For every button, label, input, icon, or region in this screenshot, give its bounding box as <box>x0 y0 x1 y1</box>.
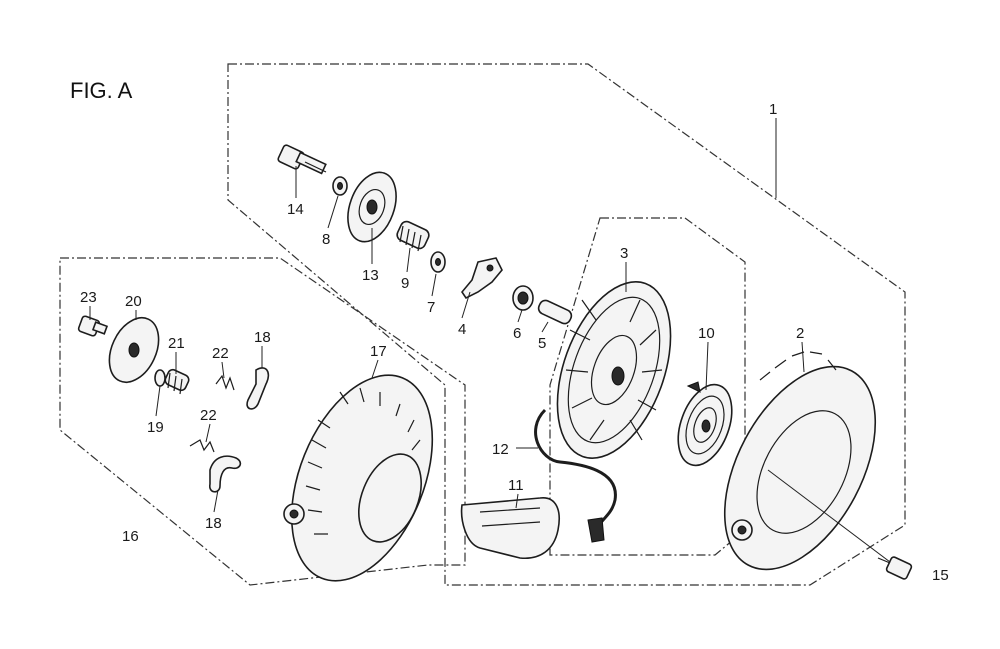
callout-13: 13 <box>362 267 379 284</box>
callout-21: 21 <box>168 335 185 352</box>
callout-1: 1 <box>769 101 777 118</box>
part-6-collar <box>512 285 534 311</box>
callout-23: 23 <box>80 289 97 306</box>
part-14-bolt <box>277 144 327 175</box>
part-2-starter-case <box>723 351 877 571</box>
callout-2: 2 <box>796 325 804 342</box>
part-13-friction-plate <box>347 171 397 243</box>
callout-8: 8 <box>322 231 330 248</box>
callout-12: 12 <box>492 441 509 458</box>
part-4-ratchet <box>461 257 503 300</box>
callout-3: 3 <box>620 245 628 262</box>
part-7-washer <box>430 251 446 273</box>
callout-18-upper: 18 <box>254 329 271 346</box>
part-22-spring-lower <box>189 439 215 453</box>
part-9-spring <box>396 220 430 252</box>
callout-14: 14 <box>287 201 304 218</box>
part-18-pawl-upper <box>246 367 270 410</box>
callout-22-lower: 22 <box>200 407 217 424</box>
callout-10: 10 <box>698 325 715 342</box>
callout-18-lower: 18 <box>205 515 222 532</box>
part-11-grip <box>460 497 560 559</box>
callout-7: 7 <box>427 299 435 316</box>
callout-9: 9 <box>401 275 409 292</box>
callout-4: 4 <box>458 321 466 338</box>
part-22-spring-upper <box>215 374 235 391</box>
part-15-flange-bolt <box>877 556 913 580</box>
callout-16: 16 <box>122 528 139 545</box>
figure-title: FIG. A <box>70 78 133 103</box>
leader-lines <box>89 118 891 563</box>
callout-20: 20 <box>125 293 142 310</box>
group-outline-16 <box>59 257 466 586</box>
callout-17: 17 <box>370 343 387 360</box>
callout-15: 15 <box>932 567 949 584</box>
part-21-spring <box>164 368 190 395</box>
part-18-pawl-lower <box>209 455 242 493</box>
part-12-rope <box>534 408 617 543</box>
part-20-ratchet-guide <box>108 317 160 383</box>
group-outline-1 <box>227 63 906 586</box>
part-23-bolt <box>77 315 109 337</box>
part-3-reel <box>556 281 672 459</box>
part-8-washer <box>332 176 348 196</box>
part-19-washer <box>154 369 166 387</box>
callout-5: 5 <box>538 335 546 352</box>
callout-22-upper: 22 <box>212 345 229 362</box>
callout-19: 19 <box>147 419 164 436</box>
part-17-housing <box>283 374 434 582</box>
part-5-pin <box>537 299 573 325</box>
callout-11: 11 <box>508 477 524 494</box>
part-10-spiral-spring <box>677 381 733 467</box>
callout-6: 6 <box>513 325 521 342</box>
